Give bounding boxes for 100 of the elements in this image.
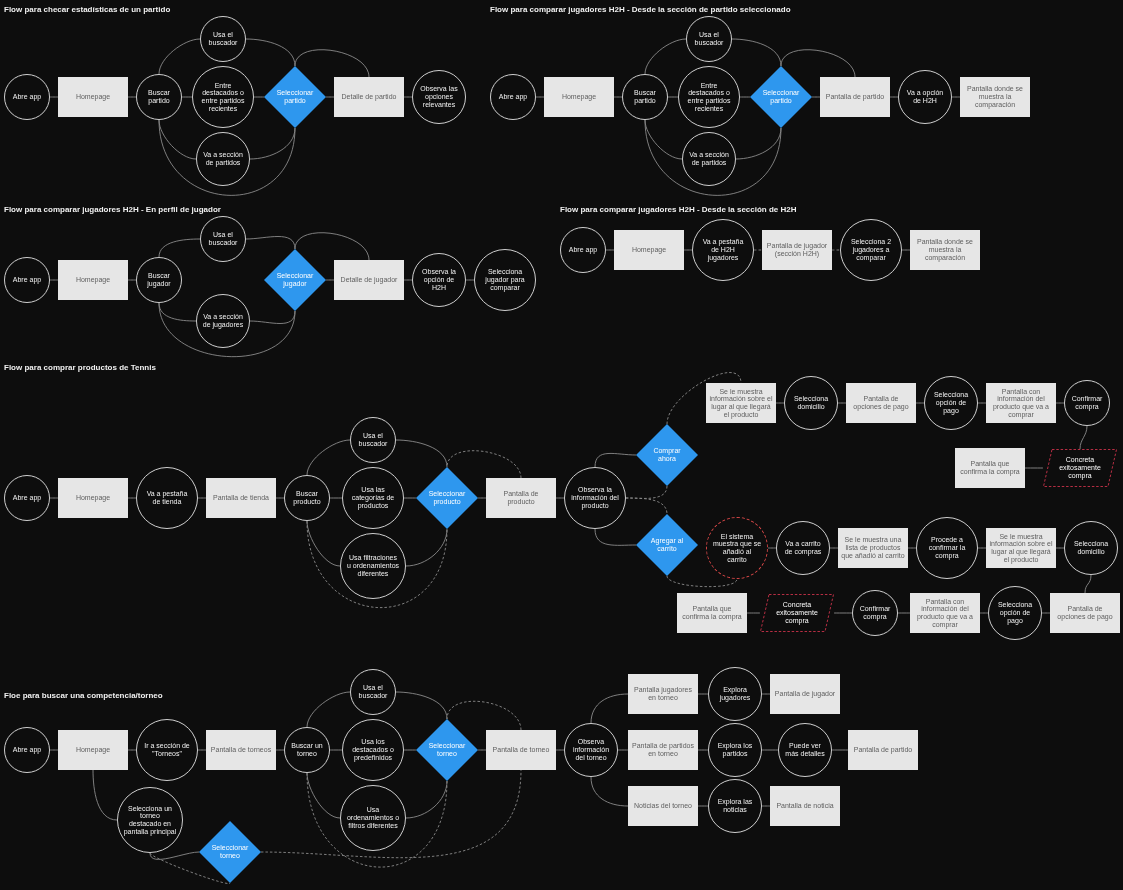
connector xyxy=(1055,547,1065,549)
connector xyxy=(294,232,370,261)
connector xyxy=(127,497,137,499)
connector xyxy=(49,497,59,499)
connector xyxy=(697,749,709,751)
dashed-connector xyxy=(446,450,522,479)
connector xyxy=(329,749,343,751)
connector xyxy=(951,96,961,98)
dashed-connector xyxy=(306,772,448,868)
connector xyxy=(403,279,413,281)
connector xyxy=(158,238,201,258)
connector xyxy=(403,96,413,98)
connector xyxy=(829,547,839,549)
connector xyxy=(275,497,285,499)
connector xyxy=(746,612,761,614)
connector xyxy=(127,279,137,281)
connector xyxy=(594,453,637,468)
connector xyxy=(253,96,265,98)
connector xyxy=(49,279,59,281)
connector xyxy=(405,528,448,567)
connector xyxy=(767,547,777,549)
connector xyxy=(617,749,629,751)
connector xyxy=(683,249,693,251)
connector xyxy=(644,38,687,75)
connector xyxy=(127,749,137,751)
connector xyxy=(245,38,296,67)
connector xyxy=(245,236,296,250)
section-title: Flow para comparar jugadores H2H - En perfil de jugador xyxy=(4,204,221,216)
connector xyxy=(477,749,487,751)
connector xyxy=(897,612,911,614)
connector xyxy=(49,96,59,98)
connector xyxy=(197,749,207,751)
connector xyxy=(594,528,637,546)
connector xyxy=(49,749,59,751)
connector xyxy=(977,402,987,404)
connector xyxy=(555,749,565,751)
connector xyxy=(395,439,448,468)
connector xyxy=(158,302,296,357)
connector xyxy=(395,691,448,720)
connector xyxy=(833,612,853,614)
connector xyxy=(127,96,137,98)
connector xyxy=(92,769,118,821)
connector xyxy=(306,691,351,728)
section-title: Floe para buscar una competencia/torneo xyxy=(4,690,163,702)
dashed-connector xyxy=(666,372,742,425)
connector xyxy=(761,805,771,807)
connector xyxy=(403,749,417,751)
connector xyxy=(590,776,629,807)
connector xyxy=(761,749,779,751)
connector xyxy=(901,249,911,251)
connector xyxy=(325,96,335,98)
dashed-connector xyxy=(446,700,522,731)
connector xyxy=(739,96,751,98)
connector xyxy=(979,612,989,614)
connector xyxy=(1055,402,1065,404)
connector xyxy=(535,96,545,98)
connector xyxy=(197,497,207,499)
section-title: Flow para checar estadísticas de un partido xyxy=(4,4,171,16)
dashed-connector xyxy=(753,249,763,251)
connector xyxy=(275,749,285,751)
connector xyxy=(181,96,193,98)
connector xyxy=(731,38,782,67)
connector xyxy=(405,780,448,819)
connector xyxy=(403,497,417,499)
connector xyxy=(555,497,565,499)
connector xyxy=(811,96,821,98)
dashed-connector xyxy=(260,769,522,859)
dashed-connector xyxy=(149,852,231,884)
connector xyxy=(158,38,201,75)
dashed-connector xyxy=(666,575,738,588)
dashed-connector xyxy=(625,497,668,515)
connector xyxy=(780,49,856,78)
connector xyxy=(697,805,709,807)
connector xyxy=(1024,467,1044,469)
connector xyxy=(831,749,849,751)
connector xyxy=(697,693,709,695)
connector xyxy=(613,96,623,98)
section-title: Flow para comparar jugadores H2H - Desde la sección de partido seleccionado xyxy=(490,4,791,16)
connector xyxy=(667,96,679,98)
connector xyxy=(761,693,771,695)
connector xyxy=(149,851,200,860)
connector xyxy=(325,279,335,281)
connector xyxy=(590,693,629,724)
dashed-connector xyxy=(831,249,841,251)
connector xyxy=(889,96,899,98)
section-title: Flow para comprar productos de Tennis xyxy=(4,362,156,374)
connector xyxy=(977,547,987,549)
connector xyxy=(329,497,343,499)
connector xyxy=(907,547,917,549)
connector xyxy=(775,402,785,404)
connector xyxy=(477,497,487,499)
connector xyxy=(915,402,925,404)
connector xyxy=(1041,612,1051,614)
connector xyxy=(294,49,370,78)
section-title: Flow para comparar jugadores H2H - Desde la sección de H2H xyxy=(560,204,797,216)
connector xyxy=(158,119,296,196)
connector xyxy=(644,119,782,196)
dashed-connector xyxy=(306,520,448,608)
connector xyxy=(1084,574,1092,594)
connector xyxy=(306,439,351,476)
